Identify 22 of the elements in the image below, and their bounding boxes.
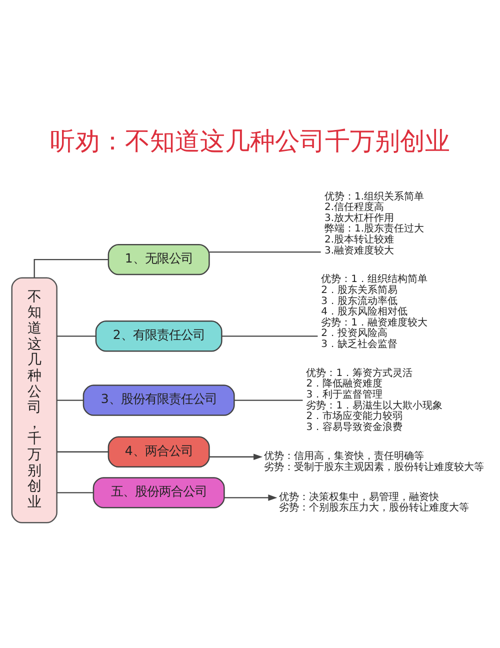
connector [56, 450, 108, 452]
node-box: 1、无限公司 [108, 243, 210, 275]
node-text: 优势：1．组织结构简单 2．股东关系简易 3．股东流动率低 4．股东风险相对低 劣势：1．融资难度较大 2．投资风险高 3．缺乏社会监督 [321, 274, 428, 350]
arrow [224, 494, 278, 500]
node-box: 五、股份两合公司 [92, 476, 225, 508]
node-text: 优势：1．筹资方式灵活 2．降低融资难度 3．利于监督管理 劣势：1．易滋生以大欺小现象 2．市场应变能力较弱 3．容易导致资金浪费 [306, 367, 443, 432]
connector [56, 492, 94, 493]
connector [209, 250, 321, 252]
node-box: 不知道这几种公司，千万别创业 [11, 276, 58, 523]
node-box: 2、有限责任公司 [95, 320, 222, 352]
node-text: 优势：1.组织关系简单 2.信任程度高 3.放大杠杆作用 弊端：1.股东责任过大 2.股本转让较难 3.融资难度较大 [324, 190, 424, 256]
node-text: 优势：信用高，集资快，责任明确等 劣势：受制于股东主观因素，股份转让难度较大等 [264, 450, 484, 472]
diagram-title: 听劝：不知道这几种公司千万别创业 [50, 126, 450, 156]
connector [234, 399, 303, 400]
node-box: 4、两合公司 [108, 436, 210, 467]
arrow [209, 453, 263, 460]
node-text: 优势：决策权集中，易管理，融资快 劣势：个别股东压力大，股份转让难度大等 [279, 491, 470, 514]
connector [56, 335, 96, 336]
connector [56, 399, 84, 400]
connector [222, 335, 318, 336]
node-box: 3、股份有限责任公司 [82, 384, 235, 416]
connector [34, 258, 108, 278]
